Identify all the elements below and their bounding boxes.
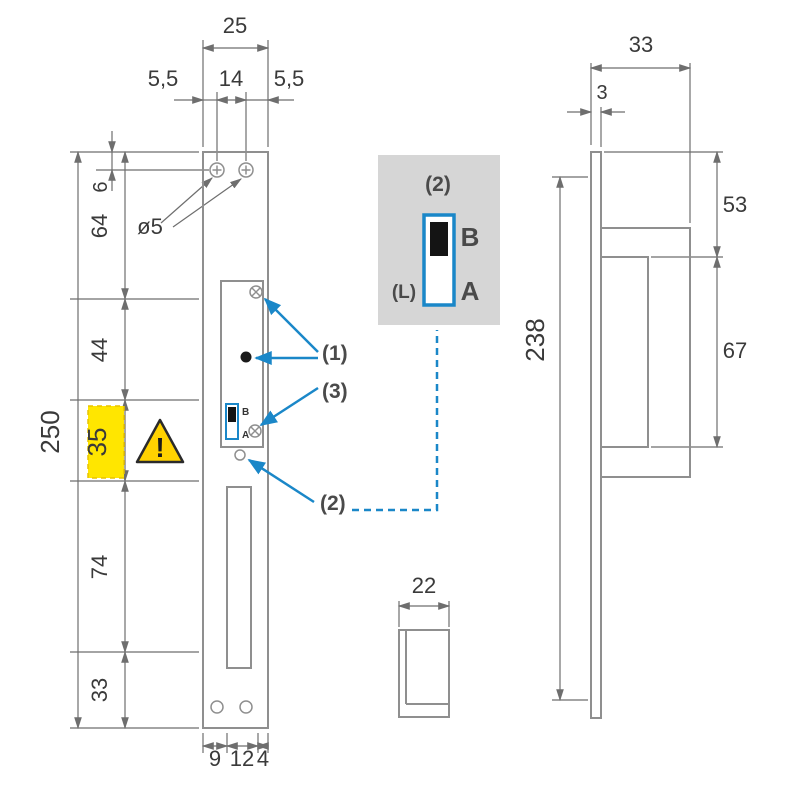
small-hole	[234, 449, 246, 461]
side-extension-lines	[552, 63, 723, 701]
warning-exclamation: !	[155, 432, 164, 463]
inset-title: (2)	[425, 173, 451, 196]
mini-changeover-switch[interactable]: B A	[225, 403, 249, 441]
mini-switch-a-label: A	[242, 430, 249, 441]
dim-25: 25	[223, 13, 247, 38]
side-dimension-lines	[556, 64, 721, 702]
dim-5-5-right: 5,5	[274, 66, 305, 91]
dim-74: 74	[87, 555, 112, 579]
dim-14: 14	[219, 66, 243, 91]
dim-64: 64	[87, 214, 112, 238]
inset-pos-a-label: A	[461, 276, 480, 306]
inset-pos-b-label: B	[461, 222, 480, 252]
callout-arrows: (1) (3) (2)	[247, 297, 439, 515]
changeover-switch[interactable]	[422, 213, 456, 307]
side-body-outline	[590, 151, 691, 719]
front-dimension-labels: 25 5,5 14 5,5 6 ø5 64 44 250 35 74 33 9 …	[35, 13, 304, 771]
switch-slider[interactable]	[430, 222, 448, 256]
adjust-screw-bottom-icon	[248, 424, 262, 438]
side-view: 33 3 53 67 238	[520, 32, 747, 719]
dim-238: 238	[520, 318, 550, 361]
dim-250: 250	[35, 410, 65, 453]
top-screw-holes	[209, 162, 254, 178]
dim-hole-dia: ø5	[137, 214, 163, 239]
inset-left-label: (L)	[392, 282, 416, 303]
callout-2-label: (2)	[320, 492, 346, 515]
callout-1-label: (1)	[322, 342, 348, 365]
front-view: B A ! 25 5,5 14 5,5 6 ø5 64 44	[35, 13, 304, 771]
dim-53: 53	[723, 192, 747, 217]
dim-33-front: 33	[87, 678, 112, 702]
dimension-highlight-box	[87, 405, 125, 479]
dim-6: 6	[90, 181, 112, 192]
dim-3: 3	[596, 82, 607, 104]
dim-9: 9	[209, 746, 221, 771]
dim-67: 67	[723, 338, 747, 363]
callout-3-label: (3)	[322, 380, 348, 403]
bottom-screw-holes	[210, 700, 253, 714]
dim-33-side: 33	[629, 32, 653, 57]
dim-4: 4	[257, 746, 269, 771]
dim-22: 22	[412, 573, 436, 598]
switch-detail-inset: (2) B A (L)	[378, 155, 500, 325]
dim-5-5-left: 5,5	[148, 66, 179, 91]
warning-triangle-icon: !	[135, 418, 185, 464]
side-dimension-labels: 33 3 53 67 238	[520, 32, 747, 363]
dim-12: 12	[230, 746, 254, 771]
dim-35-highlighted: 35	[82, 428, 112, 457]
mini-switch-b-label: B	[242, 407, 249, 418]
monitoring-contact-dot	[240, 351, 252, 363]
dim-44: 44	[87, 338, 112, 362]
front-extension-lines	[70, 40, 269, 753]
section-view: 22	[397, 573, 451, 718]
adjust-screw-top-icon	[249, 285, 263, 299]
front-dimension-lines	[74, 44, 294, 750]
